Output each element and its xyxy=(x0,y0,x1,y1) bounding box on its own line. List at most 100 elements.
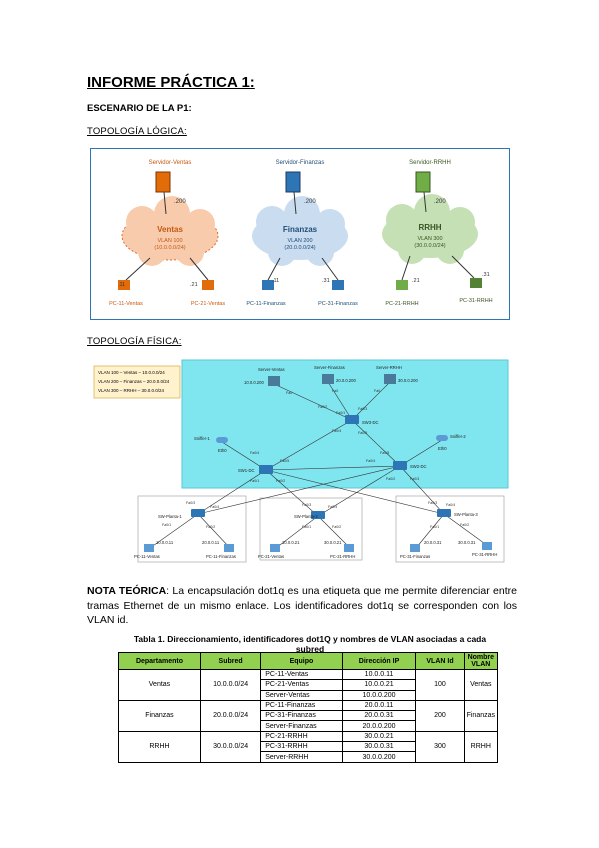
device-cell: PC-21-RRHH xyxy=(260,730,343,743)
pc-ip: 30.0.0.21 xyxy=(324,540,342,545)
pc-icon xyxy=(470,278,482,288)
server-name: Server-Finanzas xyxy=(314,365,345,370)
ip-cell: 20.0.0.31 xyxy=(341,710,417,722)
pc-icon xyxy=(144,544,154,552)
ip-cell: 30.0.0.31 xyxy=(341,741,417,753)
column-header: Equipo xyxy=(260,652,343,670)
ip-cell: 10.0.0.200 xyxy=(341,689,417,701)
pc-name: PC-11-Finanzas xyxy=(206,554,236,559)
cloud-ventas xyxy=(121,196,219,266)
legend-item: VLAN 300 – RRHH – 30.0.0.0/24 xyxy=(98,388,165,393)
ip-cell: 30.0.0.200 xyxy=(341,751,417,763)
port-label: Fa0/4 xyxy=(332,429,341,433)
sniffer-label: Sniffer-2 xyxy=(450,434,466,439)
pc-label: PC-31-RRHH xyxy=(459,298,492,304)
scenario-heading: ESCENARIO DE LA P1: xyxy=(87,103,192,114)
server-label: Servidor-Finanzas xyxy=(276,160,325,166)
port-label: Fa0/2 xyxy=(332,525,341,529)
pc-name: PC-31-Finanzas xyxy=(400,554,430,559)
server-ip: 20.0.0.200 xyxy=(336,378,356,383)
switch-label: SW-Planta-3 xyxy=(454,512,478,517)
port-label: Fa0/3 xyxy=(410,477,419,481)
switch-label: SW-Planta-1 xyxy=(158,514,182,519)
table-header-row: Departamento Subred Equipo Dirección IP … xyxy=(118,652,499,670)
pc-ip: 20.0.0.31 xyxy=(424,540,442,545)
port-label: Fa0/4 xyxy=(446,503,455,507)
device-cell: PC-21-Ventas xyxy=(260,679,343,691)
port-label: Fa0/2 xyxy=(206,525,215,529)
port-label: Fa0/2 xyxy=(276,479,285,483)
port-label: Fa0/3 xyxy=(428,501,437,505)
vlan-id-cell: 300 xyxy=(415,730,465,763)
switch-icon xyxy=(259,465,273,474)
legend-item: VLAN 100 – Ventas – 10.0.0.0/24 xyxy=(98,370,165,375)
table-caption: Tabla 1. Direccionamiento, identificador… xyxy=(133,634,487,654)
port-label: Fa0/3 xyxy=(302,503,311,507)
server-ip: .200 xyxy=(434,199,446,205)
port-label: Fa0 xyxy=(374,389,380,393)
server-name: Server-Ventas xyxy=(258,367,285,372)
logical-topology-diagram: Servidor-Ventas .200 Ventas VLAN 100 (10… xyxy=(90,148,510,320)
pc-ip: .11 xyxy=(272,278,279,284)
vlan-name-cell: Finanzas xyxy=(463,699,499,732)
port-label: Fa0/3 xyxy=(358,407,367,411)
addressing-table: Departamento Subred Equipo Dirección IP … xyxy=(118,652,499,763)
server-icon xyxy=(415,171,431,193)
server-name: Server-RRHH xyxy=(376,365,402,370)
pc-ip: .31 xyxy=(482,272,490,278)
pc-icon xyxy=(270,544,280,552)
pc-label: PC-21-Ventas xyxy=(191,301,225,307)
ip-cell: 10.0.0.21 xyxy=(341,679,417,691)
pc-label: PC-31-Finanzas xyxy=(318,301,358,307)
port-label: Fa0/4 xyxy=(250,451,259,455)
device-cell: PC-11-Ventas xyxy=(260,668,343,681)
device-cell: Server-Finanzas xyxy=(260,720,343,732)
cloud-net: (20.0.0.0/24) xyxy=(284,245,315,251)
physical-topology-diagram: VLAN 100 – Ventas – 10.0.0.0/24 VLAN 200… xyxy=(90,358,510,568)
subnet-cell: 20.0.0.0/24 xyxy=(199,699,262,732)
cloud-rrhh xyxy=(382,194,478,264)
cloud-vlan: VLAN 300 xyxy=(417,236,442,242)
pc-ip: 30.0.0.31 xyxy=(458,540,476,545)
cloud-name: RRHH xyxy=(418,223,441,232)
column-header: Nombre VLAN xyxy=(463,652,499,670)
pc-label: PC-21-RRHH xyxy=(385,301,418,307)
pc-icon xyxy=(202,280,214,290)
server-icon xyxy=(155,171,171,193)
device-cell: Server-RRHH xyxy=(260,751,343,763)
device-cell: PC-11-Finanzas xyxy=(260,699,343,712)
switch-icon xyxy=(191,509,205,517)
switch-label: SW3-DC xyxy=(362,420,379,425)
port-label: Fa0/1 xyxy=(302,525,311,529)
pc-label: PC-11-Finanzas xyxy=(246,301,286,307)
device-cell: PC-31-Finanzas xyxy=(260,710,343,722)
ip-cell: 10.0.0.11 xyxy=(341,668,417,681)
theory-note: NOTA TEÓRICA: La encapsulación dot1q es … xyxy=(87,584,517,628)
sniffer-icon xyxy=(216,437,228,443)
vlan-name-cell: Ventas xyxy=(463,669,499,701)
switch-icon xyxy=(345,415,359,424)
pc-icon xyxy=(262,280,274,290)
vlan-id-cell: 100 xyxy=(415,669,465,701)
port-label: Fa0/1 xyxy=(336,411,345,415)
vlan-name-cell: RRHH xyxy=(463,730,499,763)
pc-name: PC-21-RRHH xyxy=(330,554,355,559)
server-icon xyxy=(268,376,280,386)
sniffer-icon xyxy=(436,435,448,441)
pc-ip: 10.0.0.11 xyxy=(156,540,174,545)
cloud-name: Finanzas xyxy=(283,225,318,234)
port-label: Fa0/4 xyxy=(366,459,375,463)
table-row: RRHH 30.0.0.0/24 PC-21-RRHH 30.0.0.21 30… xyxy=(118,730,499,763)
port-label: Fa0/3 xyxy=(186,501,195,505)
sniffer-port: Eth0 xyxy=(218,448,227,453)
switch-label: SW-Planta-2 xyxy=(294,514,318,519)
vlan-id-cell: 200 xyxy=(415,699,465,732)
pc-icon xyxy=(410,544,420,552)
logical-topology-heading: TOPOLOGÍA LÓGICA: xyxy=(87,126,187,137)
port-label: Fa0 xyxy=(286,391,292,395)
server-ip: 30.0.0.200 xyxy=(398,378,418,383)
ip-cell: 30.0.0.21 xyxy=(341,730,417,743)
column-header: Departamento xyxy=(118,652,201,670)
server-ip: 10.0.0.200 xyxy=(244,380,264,385)
switch-label: SW2-DC xyxy=(410,464,427,469)
